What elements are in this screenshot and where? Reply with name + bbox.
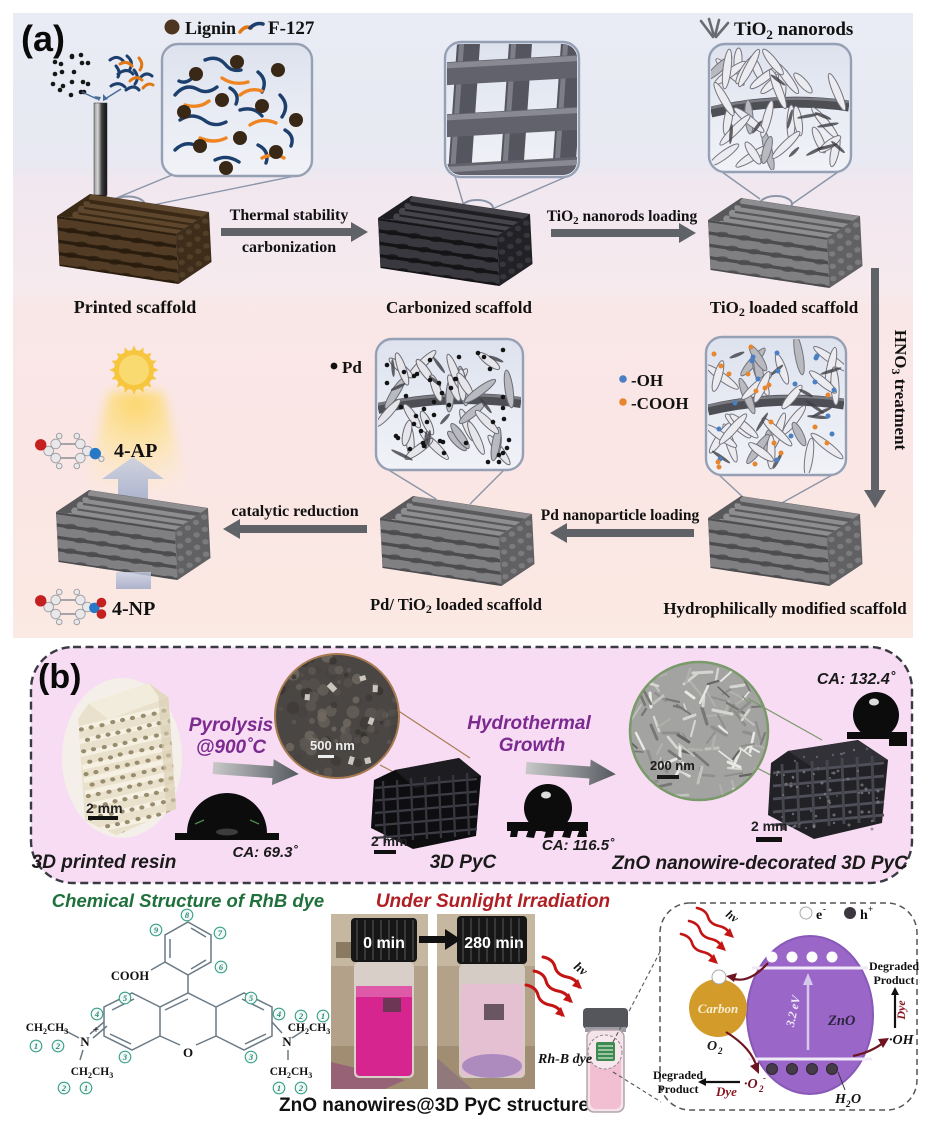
svg-text:H: H xyxy=(834,1092,847,1107)
svg-text:+: + xyxy=(93,1024,99,1036)
svg-text:Product: Product xyxy=(873,973,914,987)
svg-text:3D printed resin: 3D printed resin xyxy=(32,852,177,873)
svg-text:CA: 69.3˚: CA: 69.3˚ xyxy=(232,844,298,861)
svg-text:Growth: Growth xyxy=(499,735,566,756)
svg-text:N: N xyxy=(80,1034,90,1049)
svg-text:2: 2 xyxy=(298,1011,304,1021)
svg-text:CH2CH3: CH2CH3 xyxy=(288,1022,331,1036)
svg-text:4: 4 xyxy=(94,1009,99,1019)
svg-text:Product: Product xyxy=(657,1082,698,1096)
svg-text:ZnO nanowire-decorated 3D PyC: ZnO nanowire-decorated 3D PyC xyxy=(611,853,908,874)
svg-text:Dye: Dye xyxy=(894,1000,908,1021)
svg-text:2 mm: 2 mm xyxy=(371,833,408,849)
svg-text:Pd: Pd xyxy=(342,358,362,377)
svg-text:4: 4 xyxy=(276,1009,281,1019)
svg-text:e: e xyxy=(816,908,822,923)
svg-text:(b): (b) xyxy=(38,658,81,696)
svg-text:CA: 116.5˚: CA: 116.5˚ xyxy=(542,837,615,854)
svg-text:CH2CH3: CH2CH3 xyxy=(26,1022,69,1036)
svg-text:TiO2 nanorods: TiO2 nanorods xyxy=(734,19,853,42)
svg-text:Carbonized scaffold: Carbonized scaffold xyxy=(386,298,532,317)
svg-text:2 mm: 2 mm xyxy=(751,818,788,834)
svg-text:1: 1 xyxy=(34,1041,38,1051)
svg-text:2: 2 xyxy=(55,1041,61,1051)
svg-text:500 nm: 500 nm xyxy=(310,738,355,753)
svg-text:O: O xyxy=(851,1092,861,1107)
svg-text:HNO3 treatment: HNO3 treatment xyxy=(889,330,910,451)
svg-text:3.2 eV: 3.2 eV xyxy=(783,993,804,1029)
svg-text:3: 3 xyxy=(248,1052,254,1062)
svg-text:@900˚C: @900˚C xyxy=(196,737,267,758)
svg-text:Carbon: Carbon xyxy=(698,1001,738,1016)
svg-text:Lignin: Lignin xyxy=(185,18,236,38)
svg-text:0 min: 0 min xyxy=(363,935,405,952)
svg-text:Dye: Dye xyxy=(715,1084,737,1099)
svg-text:Hydrophilically modified scaff: Hydrophilically modified scaffold xyxy=(663,599,907,618)
svg-text:-: - xyxy=(823,904,826,914)
svg-text:ZnO: ZnO xyxy=(827,1013,856,1029)
svg-text:2: 2 xyxy=(61,1083,67,1093)
svg-text:2: 2 xyxy=(845,1099,851,1109)
svg-text:-OH: -OH xyxy=(631,371,663,390)
svg-text:-: - xyxy=(763,1073,766,1083)
svg-text:O: O xyxy=(183,1045,193,1060)
svg-text:N: N xyxy=(282,1034,292,1049)
svg-text:·OH: ·OH xyxy=(889,1033,915,1048)
svg-text:(a): (a) xyxy=(21,18,65,59)
svg-text:Thermal stability: Thermal stability xyxy=(230,207,349,224)
svg-text:Degraded: Degraded xyxy=(653,1068,703,1082)
svg-text:9: 9 xyxy=(154,925,159,935)
svg-text:8: 8 xyxy=(185,910,190,920)
svg-text:7: 7 xyxy=(218,928,223,938)
svg-text:Pyrolysis: Pyrolysis xyxy=(189,715,274,736)
svg-text:Under Sunlight Irradiation: Under Sunlight Irradiation xyxy=(376,891,610,912)
svg-text:5: 5 xyxy=(123,993,128,1003)
svg-text:CH2CH3: CH2CH3 xyxy=(270,1066,313,1080)
svg-text:1: 1 xyxy=(84,1083,88,1093)
svg-text:Rh-B dye: Rh-B dye xyxy=(537,1052,592,1067)
svg-text:F-127: F-127 xyxy=(268,18,315,39)
svg-text:-COOH: -COOH xyxy=(631,394,689,413)
svg-text:TiO2 loaded scaffold: TiO2 loaded scaffold xyxy=(710,298,859,319)
svg-text:5: 5 xyxy=(249,993,254,1003)
svg-text:3: 3 xyxy=(122,1052,128,1062)
svg-text:O: O xyxy=(707,1039,717,1054)
svg-text:carbonization: carbonization xyxy=(242,239,336,256)
svg-text:4-AP: 4-AP xyxy=(114,440,157,462)
svg-text:Hydrothermal: Hydrothermal xyxy=(467,713,591,734)
svg-text:1: 1 xyxy=(277,1083,281,1093)
svg-text:CH2CH3: CH2CH3 xyxy=(71,1066,114,1080)
svg-text:Degraded: Degraded xyxy=(869,959,919,973)
svg-text:h: h xyxy=(860,908,868,923)
svg-text:Pd/ TiO2 loaded scaffold: Pd/ TiO2 loaded scaffold xyxy=(370,595,542,616)
svg-text:COOH: COOH xyxy=(111,969,149,983)
svg-text:ZnO nanowires@3D PyC structure: ZnO nanowires@3D PyC structure xyxy=(279,1095,589,1116)
svg-text:4-NP: 4-NP xyxy=(112,598,155,620)
svg-text:2: 2 xyxy=(298,1083,304,1093)
svg-text:Chemical Structure of RhB dye: Chemical Structure of RhB dye xyxy=(52,890,324,911)
svg-text:+: + xyxy=(868,904,873,914)
svg-text:1: 1 xyxy=(321,1011,325,1021)
svg-text:TiO2 nanorods loading: TiO2 nanorods loading xyxy=(547,208,698,227)
svg-text:2: 2 xyxy=(717,1046,723,1056)
svg-text:CA: 132.4˚: CA: 132.4˚ xyxy=(817,671,896,688)
svg-text:Pd nanoparticle loading: Pd nanoparticle loading xyxy=(541,507,700,524)
svg-text:3D PyC: 3D PyC xyxy=(430,852,497,873)
svg-text:6: 6 xyxy=(219,962,224,972)
svg-text:280 min: 280 min xyxy=(464,935,524,952)
svg-text:200 nm: 200 nm xyxy=(650,758,695,773)
svg-text:2 mm: 2 mm xyxy=(86,800,123,816)
svg-text:Printed scaffold: Printed scaffold xyxy=(74,297,196,317)
svg-text:2: 2 xyxy=(758,1084,764,1094)
svg-text:catalytic reduction: catalytic reduction xyxy=(231,503,358,520)
svg-text:·O: ·O xyxy=(744,1077,758,1092)
